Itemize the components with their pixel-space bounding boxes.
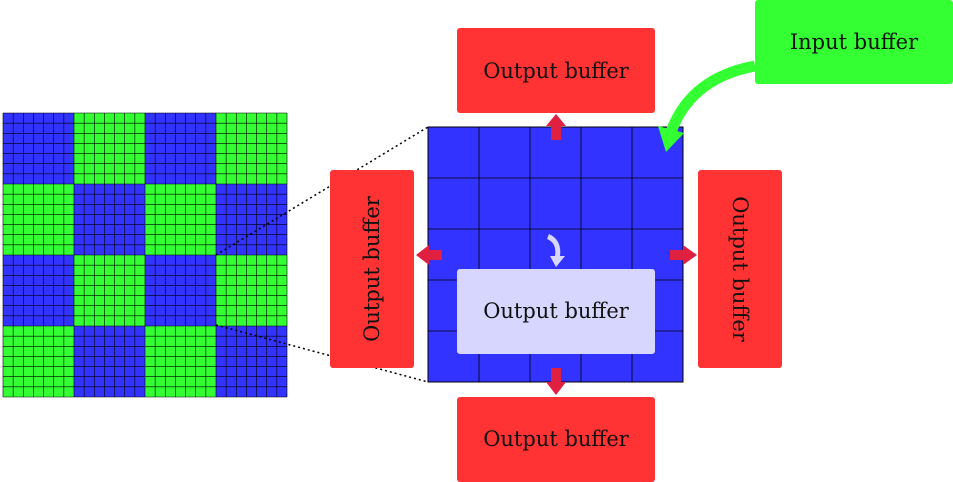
checker-tile <box>3 326 74 397</box>
checker-tile <box>3 113 74 184</box>
checker-tile <box>74 326 145 397</box>
input-arrow <box>665 60 757 134</box>
checker-tile <box>3 184 74 255</box>
output-buffer-bottom-box <box>457 397 655 482</box>
output-buffer-right: Output buffer <box>698 170 782 368</box>
checker-tile <box>216 255 287 326</box>
input-buffer: Input buffer <box>755 0 953 84</box>
checker-tile <box>216 113 287 184</box>
exchange-arrows <box>416 114 697 395</box>
input-buffer-box <box>755 0 953 84</box>
output-buffer-top-box <box>457 28 655 113</box>
arrow-right <box>670 245 697 265</box>
arrow-down <box>546 368 566 395</box>
checker-tile <box>74 255 145 326</box>
output-buffer-bottom-label: Output buffer <box>483 427 630 451</box>
output-buffer-left: Output buffer <box>330 170 414 368</box>
checker-tile <box>145 255 216 326</box>
output-buffer-right-label: Output buffer <box>728 196 752 343</box>
input-buffer-label: Input buffer <box>790 30 919 54</box>
checker-tile <box>74 113 145 184</box>
checker-tile <box>145 113 216 184</box>
arrow-left <box>416 245 442 265</box>
arrow-up <box>546 114 566 140</box>
output-buffer-top: Output buffer <box>457 28 655 113</box>
output-buffer-center-label: Output buffer <box>483 299 630 323</box>
local-arrow <box>547 234 565 267</box>
output-buffer-left-box <box>330 170 414 368</box>
output-buffer-center-box <box>457 269 655 354</box>
output-buffer-left-label: Output buffer <box>360 195 384 342</box>
checker-tile <box>74 184 145 255</box>
output-buffer-bottom: Output buffer <box>457 397 655 482</box>
checker-tile <box>216 326 287 397</box>
zoom-connector-top <box>215 126 429 256</box>
checker-tile <box>145 326 216 397</box>
checker-tile <box>145 184 216 255</box>
zoom-connector-bottom <box>215 324 429 383</box>
output-buffer-top-label: Output buffer <box>483 59 630 83</box>
checkerboard-grid <box>2 112 288 398</box>
output-buffer-right-box <box>698 170 782 368</box>
checker-tile <box>3 255 74 326</box>
output-buffer-center: Output buffer <box>457 269 655 354</box>
input-arrow-head <box>658 126 684 152</box>
checker-tile <box>216 184 287 255</box>
